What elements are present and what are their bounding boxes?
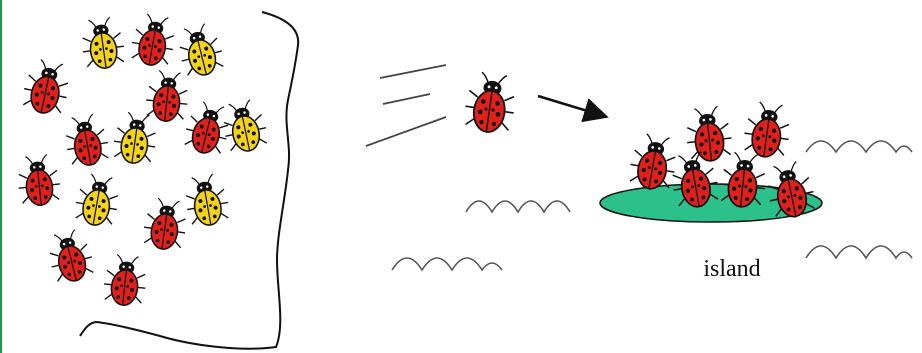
ladybug-icon <box>129 12 178 68</box>
island-label: island <box>703 256 760 282</box>
mainland-population <box>16 12 270 307</box>
ladybug-icon <box>141 197 189 252</box>
ladybug-icon <box>102 253 148 307</box>
ladybug-icon <box>111 111 159 166</box>
ladybug-icon <box>684 105 734 163</box>
ladybug-icon <box>73 172 122 228</box>
migrant-ladybug-icon <box>462 71 518 136</box>
ladybug-icon <box>20 57 73 117</box>
ladybug-icon <box>144 69 190 123</box>
ladybug-icon <box>182 99 234 157</box>
ladybug-icon <box>174 21 226 79</box>
motion-lines <box>366 65 446 146</box>
ladybug-icon <box>182 172 231 228</box>
ladybug-icon <box>16 153 62 207</box>
ladybug-icon <box>742 100 794 159</box>
ladybug-icon <box>44 227 96 285</box>
ladybug-icon <box>79 16 127 71</box>
ladybug-icon <box>62 112 111 168</box>
arrow-right-icon <box>538 96 604 116</box>
ladybug-icon <box>627 132 680 193</box>
